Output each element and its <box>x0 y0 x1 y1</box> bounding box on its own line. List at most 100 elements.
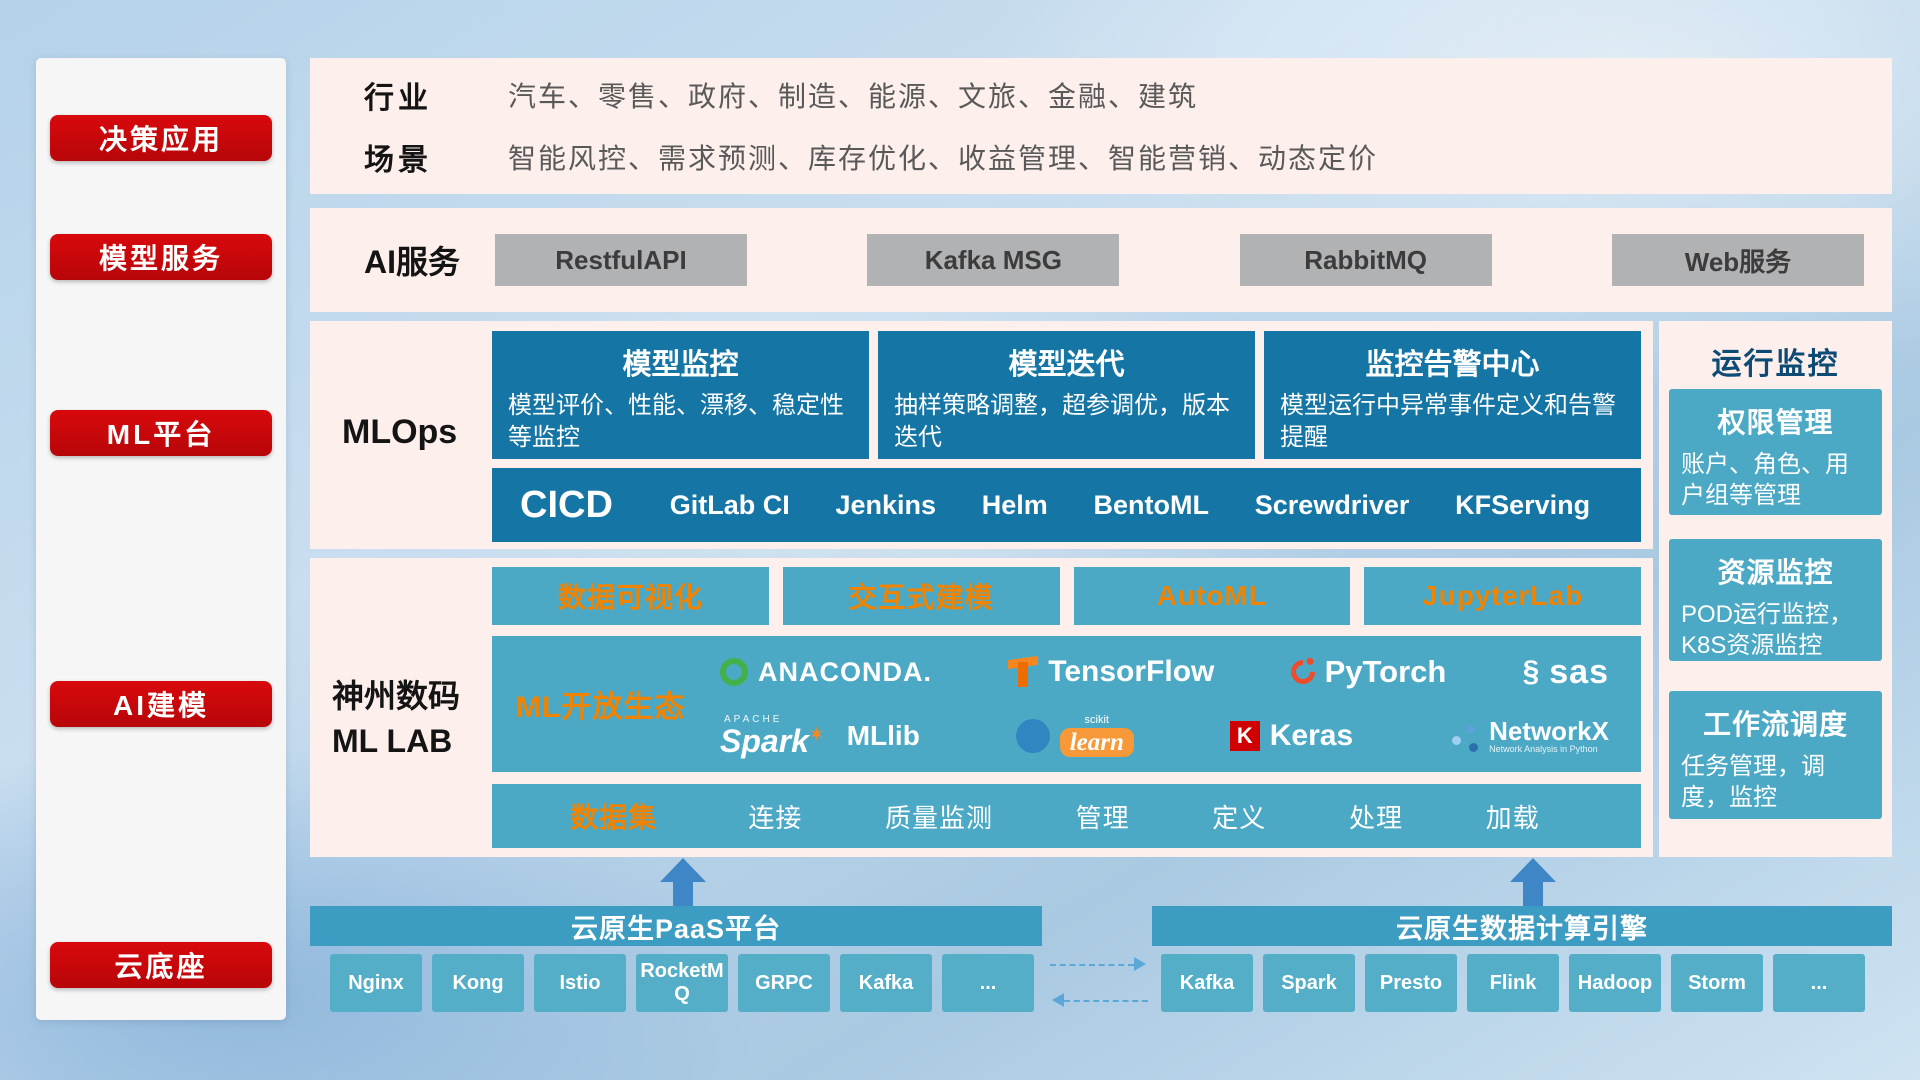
keras-logo: K Keras <box>1229 719 1354 753</box>
istio-box: Istio <box>534 954 626 1012</box>
scenario-row: 场景 智能风控、需求预测、库存优化、收益管理、智能营销、动态定价 <box>364 135 1892 179</box>
arrow-stem <box>673 882 693 908</box>
sidebar-item-ml-platform: ML平台 <box>50 410 272 456</box>
kfserving-label: KFServing <box>1455 489 1591 520</box>
up-arrow-engine <box>1510 858 1556 908</box>
kafka-box: Kafka <box>840 954 932 1012</box>
hadoop-box: Hadoop <box>1569 954 1661 1012</box>
mllab-label-line1: 神州数码 <box>332 678 461 714</box>
nginx-box: Nginx <box>330 954 422 1012</box>
mlops-label: MLOps <box>342 413 458 451</box>
workflow-scheduler-card: 工作流调度 任务管理，调度，监控 <box>1669 691 1882 819</box>
learn-text: learn <box>1059 728 1134 757</box>
engine-header: 云原生数据计算引擎 <box>1152 906 1892 946</box>
card-title: 模型监控 <box>622 349 739 381</box>
sidebar-item-cloud-base: 云底座 <box>50 942 272 988</box>
sas-logo: § sas <box>1523 653 1609 692</box>
industry-value: 汽车、零售、政府、制造、能源、文旅、金融、建筑 <box>508 81 1199 112</box>
card-title: 工作流调度 <box>1702 709 1848 740</box>
sidebar-item-ai-modeling: AI建模 <box>50 681 272 727</box>
mllab-band: 神州数码 ML LAB 数据可视化 交互式建模 AutoML JupyterLa… <box>310 558 1653 857</box>
arrow-head-right-icon <box>1134 957 1146 971</box>
dataset-item-load: 加载 <box>1485 802 1540 833</box>
arrow-triangle <box>1510 858 1556 882</box>
dashed-connector-left <box>1064 1000 1148 1002</box>
mllab-label-line2: ML LAB <box>332 722 453 759</box>
spark-text: Spark <box>720 723 809 759</box>
more-engine-box: ... <box>1773 954 1865 1012</box>
interactive-modeling-box: 交互式建模 <box>782 567 1060 625</box>
ai-service-buttons: RestfulAPI Kafka MSG RabbitMQ Web服务 <box>495 234 1892 286</box>
keras-icon: K <box>1229 721 1260 751</box>
ecosystem-logos: ANACONDA. TensorFlow PyTorch § sas <box>712 643 1617 765</box>
jenkins-label: Jenkins <box>835 489 937 520</box>
up-arrow-paas <box>660 858 706 908</box>
tensorflow-icon <box>1008 656 1038 688</box>
keras-text: Keras <box>1269 719 1354 752</box>
mlops-band: MLOps 模型监控 模型评价、性能、漂移、稳定性等监控 模型迭代 抽样策略调整… <box>310 321 1653 549</box>
cicd-tools: GitLab CI Jenkins Helm BentoML Screwdriv… <box>647 490 1613 521</box>
web-service-box: Web服务 <box>1611 234 1864 286</box>
dashed-connector-right <box>1050 964 1134 966</box>
resource-monitor-card: 资源监控 POD运行监控，K8S资源监控 <box>1669 539 1882 661</box>
model-monitoring-card: 模型监控 模型评价、性能、漂移、稳定性等监控 <box>492 331 869 459</box>
tensorflow-text: TensorFlow <box>1048 655 1215 688</box>
ml-ecosystem-label: ML开放生态 <box>516 691 686 724</box>
sas-icon: § <box>1522 655 1540 688</box>
kafka-engine-box: Kafka <box>1161 954 1253 1012</box>
rabbitmq-box: RabbitMQ <box>1239 234 1492 286</box>
mlops-cards: 模型监控 模型评价、性能、漂移、稳定性等监控 模型迭代 抽样策略调整，超参调优，… <box>492 331 1641 459</box>
screwdriver-label: Screwdriver <box>1254 489 1410 520</box>
cicd-bar: CICD GitLab CI Jenkins Helm BentoML Scre… <box>492 468 1641 542</box>
scikit-learn-logo: scikit learn <box>1015 714 1134 757</box>
networkx-icon <box>1449 721 1479 751</box>
runtime-monitor-panel: 运行监控 权限管理 账户、角色、用户组等管理 资源监控 POD运行监控，K8S资… <box>1659 321 1892 857</box>
spark-line: Spark ✶ <box>720 725 825 757</box>
apache-text: APACHE <box>724 714 783 725</box>
dataset-item-quality: 质量监测 <box>884 802 993 833</box>
restfulapi-box: RestfulAPI <box>495 234 747 286</box>
anaconda-logo: ANACONDA. <box>720 657 932 688</box>
dataset-items: 连接 质量监测 管理 定义 处理 加载 <box>707 798 1581 835</box>
logo-row-2: APACHE Spark ✶ MLlib scikit learn <box>712 707 1617 765</box>
ai-service-label: AI服务 <box>364 244 461 280</box>
presto-box: Presto <box>1365 954 1457 1012</box>
scikit-text: scikit <box>1084 714 1109 726</box>
grpc-box: GRPC <box>738 954 830 1012</box>
dataset-item-define: 定义 <box>1212 802 1267 833</box>
scenario-value: 智能风控、需求预测、库存优化、收益管理、智能营销、动态定价 <box>508 143 1379 174</box>
jupyterlab-box: JupyterLab <box>1364 567 1641 625</box>
card-title: 监控告警中心 <box>1365 349 1540 381</box>
networkx-text: NetworkX <box>1489 715 1609 746</box>
bentoml-label: BentoML <box>1093 489 1210 520</box>
kong-box: Kong <box>432 954 524 1012</box>
spark-box: Spark <box>1263 954 1355 1012</box>
card-desc: 任务管理，调度，监控 <box>1681 753 1825 812</box>
ai-service-band: AI服务 RestfulAPI Kafka MSG RabbitMQ Web服务 <box>310 208 1892 312</box>
pytorch-text: PyTorch <box>1324 654 1447 689</box>
storm-box: Storm <box>1671 954 1763 1012</box>
runtime-monitor-title: 运行监控 <box>1711 348 1840 381</box>
card-desc: POD运行监控，K8S资源监控 <box>1681 601 1854 660</box>
data-visualization-box: 数据可视化 <box>492 567 769 625</box>
spark-mllib-logo: APACHE Spark ✶ MLlib <box>720 714 920 758</box>
pytorch-logo: PyTorch <box>1285 654 1447 690</box>
arrow-head-left-icon <box>1052 993 1064 1007</box>
rocketmq-box: RocketMQ <box>636 954 728 1012</box>
card-desc: 抽样策略调整，超参调优，版本迭代 <box>894 392 1230 452</box>
spark-star-icon: ✶ <box>807 724 825 746</box>
flink-box: Flink <box>1467 954 1559 1012</box>
sidebar-item-decision-apps: 决策应用 <box>50 115 272 161</box>
sidebar-item-model-service: 模型服务 <box>50 234 272 280</box>
pytorch-icon <box>1285 655 1320 689</box>
gitlab-ci-label: GitLab CI <box>669 489 790 520</box>
mllib-text: MLlib <box>846 720 920 751</box>
industry-row: 行业 汽车、零售、政府、制造、能源、文旅、金融、建筑 <box>364 73 1892 117</box>
networkx-logo: NetworkX Network Analysis in Python <box>1449 717 1609 755</box>
kafka-msg-box: Kafka MSG <box>867 234 1120 286</box>
dataset-item-process: 处理 <box>1348 802 1403 833</box>
more-box: ... <box>942 954 1034 1012</box>
engine-buttons: Kafka Spark Presto Flink Hadoop Storm ..… <box>1161 954 1865 1012</box>
sidebar: 决策应用 模型服务 ML平台 AI建模 云底座 <box>36 58 286 1020</box>
scikit-stack: scikit learn <box>1059 714 1134 757</box>
